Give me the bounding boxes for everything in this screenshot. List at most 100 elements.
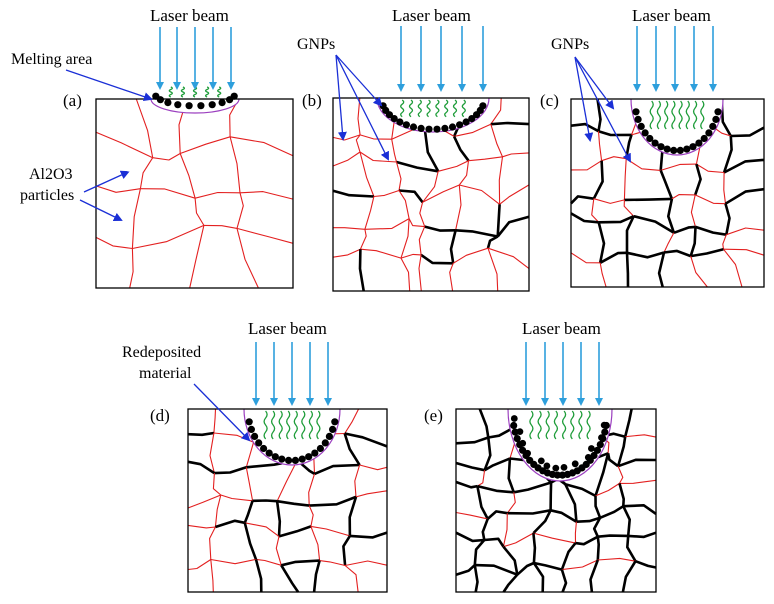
grain-boundary: [723, 248, 743, 288]
beam-label-c: Laser beam: [632, 6, 711, 25]
cracked-grain-boundary: [343, 433, 361, 466]
cracked-grain-boundary: [599, 505, 624, 519]
gnp-dot: [321, 439, 329, 447]
grain-network: [95, 98, 294, 289]
grain-boundary: [400, 253, 422, 259]
cracked-grain-boundary: [724, 187, 765, 205]
cracked-grain-boundary: [477, 484, 514, 494]
beam-label-b: Laser beam: [392, 6, 471, 25]
gnp-dot: [164, 99, 172, 107]
grain-boundary: [332, 134, 361, 141]
gnp-particles: [152, 92, 238, 110]
vapour-line: [649, 100, 654, 130]
vapour-line: [301, 410, 306, 440]
cracked-grain-boundary: [597, 534, 629, 538]
cracked-grain-boundary: [332, 189, 374, 198]
grain-boundary: [503, 532, 534, 548]
gnp-particles: [632, 108, 722, 154]
cracked-grain-boundary: [276, 499, 310, 507]
melting-area-label: Melting area: [11, 51, 92, 68]
gnp-dot: [305, 453, 313, 461]
grain-boundary: [601, 156, 627, 162]
cracked-grain-boundary: [592, 160, 604, 200]
grain-boundary: [245, 442, 255, 468]
grain-boundary: [722, 234, 727, 250]
grain-boundary: [490, 97, 502, 125]
cracked-grain-boundary: [564, 483, 578, 522]
vapour-line: [578, 410, 583, 440]
vapour-plume: [263, 410, 321, 440]
vapour-line: [700, 100, 705, 130]
grain-boundary: [455, 184, 462, 231]
cracked-grain-boundary: [483, 457, 511, 472]
panel-frame: [455, 408, 657, 593]
vapour-line: [308, 410, 314, 440]
grain-boundary: [355, 490, 388, 498]
redeposited-arrow: [193, 383, 251, 442]
panel-b: [332, 26, 530, 292]
grain-boundary: [308, 473, 316, 506]
cracked-grain-boundary: [513, 481, 552, 494]
grain-boundary: [359, 151, 375, 197]
cracked-grain-boundary: [496, 204, 501, 237]
grain-boundary: [319, 560, 346, 567]
grain-boundary: [275, 536, 282, 566]
cracked-grain-boundary: [570, 122, 600, 133]
grain-boundary: [449, 263, 454, 292]
grain-boundary: [131, 188, 141, 249]
grain-boundary: [487, 248, 499, 292]
gnp-dot: [456, 121, 464, 129]
gnp-dot: [311, 449, 319, 457]
grain-boundary: [230, 136, 294, 157]
vapour-line: [293, 410, 298, 440]
gnp-dot: [402, 121, 410, 129]
gnp-dot: [462, 118, 470, 126]
grain-boundary: [400, 257, 411, 292]
panel-label-a: (a): [63, 91, 82, 110]
vapour-line: [278, 410, 283, 440]
grain-boundary: [359, 134, 392, 140]
gnp-dot: [409, 123, 418, 131]
gnp-dot: [329, 425, 337, 433]
melt-pool-outline: [150, 98, 240, 114]
cracked-grain-boundary: [570, 195, 594, 205]
cracked-grain-boundary: [635, 559, 657, 569]
grain-boundary: [236, 192, 244, 229]
grain-boundary: [574, 521, 577, 544]
cracked-grain-boundary: [313, 463, 360, 476]
grain-boundary: [209, 526, 216, 560]
grain-boundary: [458, 160, 470, 186]
grain-boundary: [502, 513, 508, 547]
grain-boundary: [364, 196, 375, 230]
cracked-grain-boundary: [280, 559, 320, 567]
panel-label-e: (e): [424, 406, 443, 425]
laser-beam-arrows: [252, 342, 332, 406]
grain-boundary: [203, 224, 238, 229]
cracked-grain-boundary: [626, 535, 637, 562]
panel-label-d: (d): [150, 406, 170, 425]
gnps-arrow-c1: [574, 56, 615, 110]
cracked-grain-boundary: [187, 460, 216, 475]
gnps-arrow-b3: [335, 54, 389, 161]
cracked-grain-boundary: [624, 197, 672, 202]
gnp-dot: [516, 428, 524, 435]
panel-a: [95, 27, 294, 289]
gnp-dot: [174, 101, 182, 109]
cracked-grain-boundary: [596, 536, 600, 561]
panel-frame: [332, 97, 530, 292]
gnp-dot: [657, 143, 665, 151]
vapour-plume: [649, 100, 705, 130]
redeposited-label: Redeposited: [122, 344, 201, 361]
vapour-line: [168, 86, 173, 98]
gnp-dot: [552, 464, 560, 472]
gnp-dot: [560, 464, 568, 471]
gnp-dot: [425, 125, 433, 133]
gnp-dot: [197, 102, 205, 110]
gnp-dot: [519, 439, 527, 447]
grain-boundary: [210, 559, 214, 593]
vapour-line: [400, 99, 405, 118]
vapour-plume: [400, 99, 466, 118]
grain-boundary: [95, 131, 153, 159]
cracked-grain-boundary: [628, 531, 657, 539]
panel-frame: [570, 98, 765, 288]
